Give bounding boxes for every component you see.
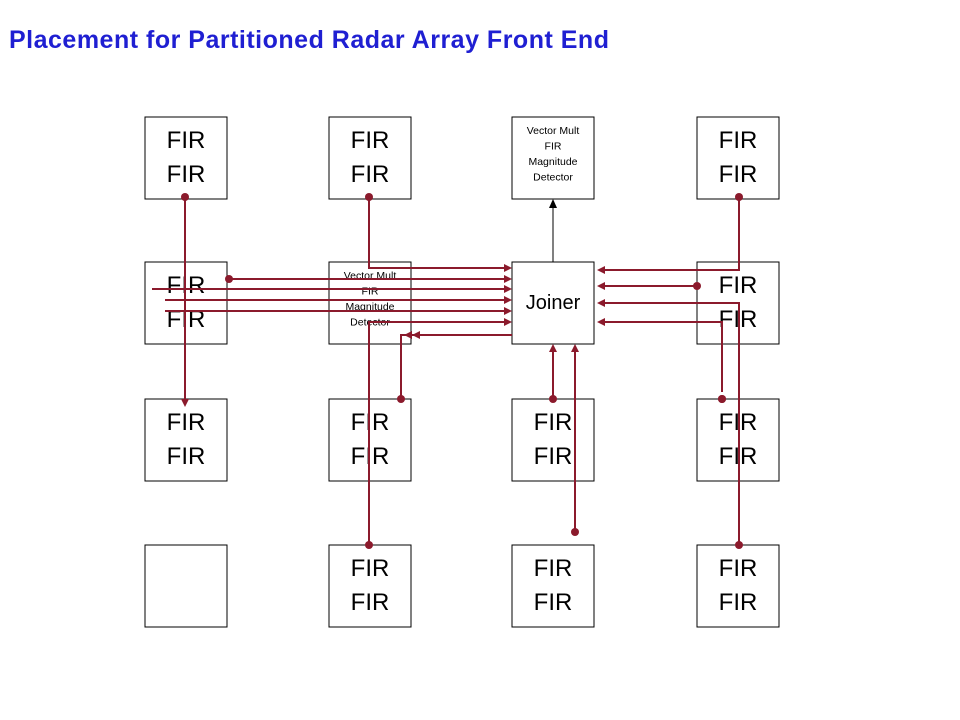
arrow-head bbox=[597, 318, 605, 326]
wire-c0-to-joiner-4 bbox=[165, 307, 512, 315]
wire-endpoint-dot bbox=[397, 395, 405, 403]
tile-box bbox=[511, 398, 595, 482]
tile-box bbox=[144, 116, 228, 200]
wire-endpoint-dot bbox=[181, 193, 189, 201]
arrow-head bbox=[571, 344, 579, 352]
tile-label: FIR bbox=[534, 443, 573, 470]
tile-label: FIR bbox=[534, 555, 573, 582]
arrow-head bbox=[412, 331, 420, 339]
wire-endpoint-dot bbox=[718, 395, 726, 403]
arrow-head bbox=[597, 266, 605, 274]
tile-label: FIR bbox=[167, 443, 206, 470]
arrow-head bbox=[549, 199, 557, 208]
wire-c0-to-joiner-3 bbox=[165, 296, 512, 304]
wire-c2r3-to-joiner bbox=[571, 344, 579, 536]
arrow-head bbox=[504, 275, 512, 283]
tile-label: FIR bbox=[545, 141, 562, 153]
wire-endpoint-dot bbox=[735, 193, 743, 201]
wire-c1r0-to-joiner bbox=[365, 193, 512, 272]
detector-link bbox=[549, 199, 557, 262]
arrow-head bbox=[597, 282, 605, 290]
tile-label: FIR bbox=[719, 127, 758, 154]
tile-label: Vector Mult bbox=[527, 125, 580, 137]
tile-label: Detector bbox=[533, 172, 573, 184]
tile-label: FIR bbox=[351, 589, 390, 616]
wire-path bbox=[368, 197, 504, 269]
wire-c2r2-to-joiner bbox=[549, 344, 557, 403]
wire-endpoint-dot bbox=[693, 282, 701, 290]
tile-label: FIR bbox=[534, 589, 573, 616]
wire-c0r1-to-joiner bbox=[225, 275, 512, 283]
tile-label: FIR bbox=[167, 161, 206, 188]
tile-r3c1: FIR FIR bbox=[328, 544, 412, 628]
connection-wires bbox=[152, 193, 743, 549]
wire-path bbox=[605, 302, 740, 545]
arrow-head bbox=[504, 307, 512, 315]
tile-label: FIR bbox=[719, 589, 758, 616]
tile-r0c0: FIR FIR bbox=[144, 116, 228, 200]
tile-label: FIR bbox=[362, 286, 379, 298]
tile-label: FIR bbox=[719, 272, 758, 299]
arrow-head bbox=[504, 285, 512, 293]
wire-path bbox=[605, 197, 740, 271]
tile-label: FIR bbox=[534, 409, 573, 436]
wire-path bbox=[605, 321, 723, 392]
arrow-head bbox=[404, 331, 412, 339]
tile-label: Joiner bbox=[526, 292, 581, 314]
arrow-head bbox=[549, 344, 557, 352]
tile-box bbox=[696, 544, 780, 628]
arrow-head bbox=[181, 399, 189, 407]
tile-r3c3: FIR FIR bbox=[696, 544, 780, 628]
tile-box bbox=[144, 544, 228, 628]
tile-r2c2: FIR FIR bbox=[511, 398, 595, 482]
tile-box bbox=[328, 544, 412, 628]
wire-endpoint-dot bbox=[735, 541, 743, 549]
wire-c1r2-to-c1r1 bbox=[397, 331, 420, 403]
wire-endpoint-dot bbox=[549, 395, 557, 403]
wire-path bbox=[400, 334, 420, 399]
tile-label: FIR bbox=[167, 409, 206, 436]
tile-box bbox=[511, 544, 595, 628]
arrow-head bbox=[504, 296, 512, 304]
wire-endpoint-dot bbox=[225, 275, 233, 283]
tile-label: Magnitude bbox=[528, 156, 577, 168]
tile-joiner: Joiner bbox=[511, 261, 595, 345]
tile-r3c2: FIR FIR bbox=[511, 544, 595, 628]
tile-r0c3: FIR FIR bbox=[696, 116, 780, 200]
wire-c3r3-to-joiner bbox=[597, 299, 743, 549]
wire-endpoint-dot bbox=[365, 541, 373, 549]
arrow-head bbox=[597, 299, 605, 307]
arrow-head bbox=[504, 264, 512, 272]
tile-label: FIR bbox=[351, 161, 390, 188]
wire-c3r1-to-joiner bbox=[597, 282, 701, 290]
tile-label: Vector Mult bbox=[344, 270, 397, 282]
tile-label: FIR bbox=[351, 127, 390, 154]
tile-label: FIR bbox=[351, 555, 390, 582]
tile-empty bbox=[144, 544, 228, 628]
wire-c0-to-joiner-2 bbox=[152, 285, 512, 293]
wire-c3r0-to-joiner bbox=[597, 193, 743, 274]
tile-r2c0: FIR FIR bbox=[144, 398, 228, 482]
tile-label: FIR bbox=[719, 555, 758, 582]
wire-path bbox=[368, 321, 504, 545]
slide-title: Placement for Partitioned Radar Array Fr… bbox=[9, 26, 610, 54]
wire-c1r3-to-joiner bbox=[365, 318, 512, 549]
wire-endpoint-dot bbox=[365, 193, 373, 201]
tile-r0c1: FIR FIR bbox=[328, 116, 412, 200]
tile-label: FIR bbox=[167, 127, 206, 154]
tile-label: FIR bbox=[719, 161, 758, 188]
arrow-head bbox=[504, 318, 512, 326]
tile-box bbox=[511, 116, 595, 200]
wire-endpoint-dot bbox=[571, 528, 579, 536]
wire-c0r0-to-c0r2 bbox=[181, 193, 189, 407]
tile-box bbox=[328, 116, 412, 200]
